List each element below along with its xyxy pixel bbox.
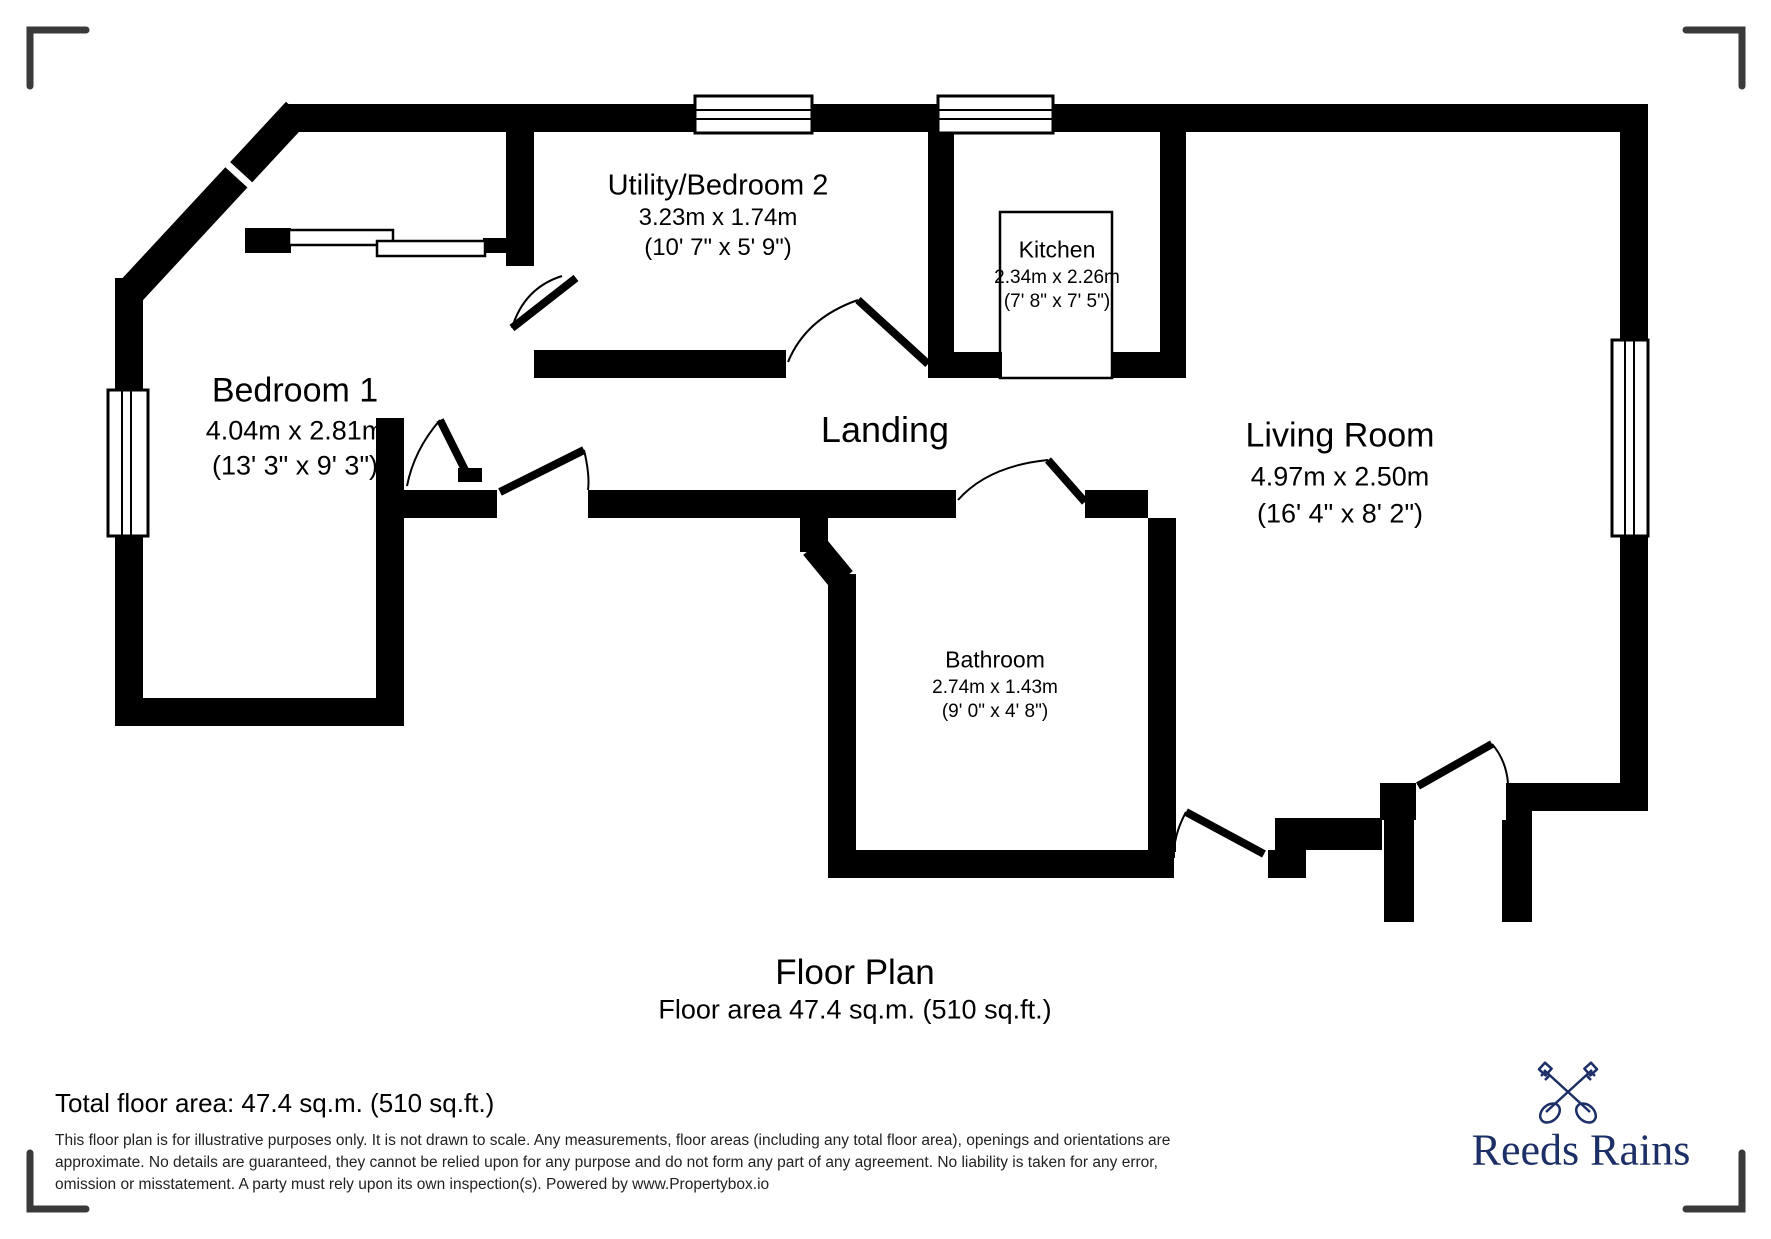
window-icon-partition-1 xyxy=(287,228,395,247)
landing-label: Landing xyxy=(820,409,950,450)
crop-mark-bottom-left-icon xyxy=(26,1149,90,1213)
bedroom1-label: Bedroom 1 xyxy=(211,371,379,410)
kitchen-area-outline xyxy=(998,210,1114,380)
living-room-dims-metric: 4.97m x 2.50m xyxy=(1250,461,1430,492)
window-icon-kitchen xyxy=(936,94,1055,135)
window-icons xyxy=(106,94,1650,538)
kitchen-label: Kitchen xyxy=(1018,236,1096,263)
bathroom-wall-kink xyxy=(803,537,853,589)
disclaimer-text: This floor plan is for illustrative purp… xyxy=(55,1132,1171,1193)
utility-bedroom2-dims-imperial: (10' 7" x 5' 9") xyxy=(644,234,792,261)
door-icon-utility xyxy=(787,297,931,367)
window-icon-utility xyxy=(693,94,814,135)
bathroom-dims-metric: 2.74m x 1.43m xyxy=(932,677,1058,698)
door-icon-upper-landing xyxy=(509,274,579,332)
door-icon-entrance xyxy=(1416,740,1509,790)
door-icons xyxy=(406,274,1509,859)
window-icon-partition-2 xyxy=(375,239,487,258)
door-icon-bathroom xyxy=(957,457,1089,505)
living-room-dims-imperial: (16' 4" x 8' 2") xyxy=(1256,498,1424,529)
corner-bracket-icons xyxy=(26,26,1746,1213)
utility-bedroom2-label: Utility/Bedroom 2 xyxy=(607,169,829,202)
crop-mark-top-left-icon xyxy=(26,26,90,90)
crossed-keys-icon xyxy=(1537,1061,1599,1124)
interior-walls xyxy=(245,132,1186,852)
door-icon-bedroom1 xyxy=(406,418,469,487)
utility-bedroom2-dims-metric: 3.23m x 1.74m xyxy=(638,204,798,231)
bathroom-label: Bathroom xyxy=(945,646,1045,673)
kitchen-dims-metric: 2.34m x 2.26m xyxy=(994,267,1120,288)
door-icon-front xyxy=(1172,808,1266,859)
window-icon-living-room xyxy=(1610,338,1650,538)
diagonal-wall xyxy=(120,101,308,302)
window-icon-bedroom1 xyxy=(106,388,150,538)
bedroom1-dims-metric: 4.04m x 2.81m xyxy=(205,415,385,446)
bathroom-dims-imperial: (9' 0" x 4' 8") xyxy=(941,701,1049,722)
crop-mark-top-right-icon xyxy=(1682,26,1746,90)
door-icon-landing-south xyxy=(498,446,590,496)
total-floor-area: Total floor area: 47.4 sq.m. (510 sq.ft.… xyxy=(55,1088,495,1118)
crop-mark-bottom-right-icon xyxy=(1682,1149,1746,1213)
bedroom1-dims-imperial: (13' 3" x 9' 3") xyxy=(211,450,379,481)
exterior-walls xyxy=(115,104,1648,922)
living-room-label: Living Room xyxy=(1245,416,1435,455)
kitchen-dims-imperial: (7' 8" x 7' 5") xyxy=(1003,291,1111,312)
floor-area-subtitle: Floor area 47.4 sq.m. (510 sq.ft.) xyxy=(658,994,1052,1025)
page-title: Floor Plan xyxy=(775,953,935,992)
brand-logo-text: Reeds Rains xyxy=(1471,1125,1691,1175)
